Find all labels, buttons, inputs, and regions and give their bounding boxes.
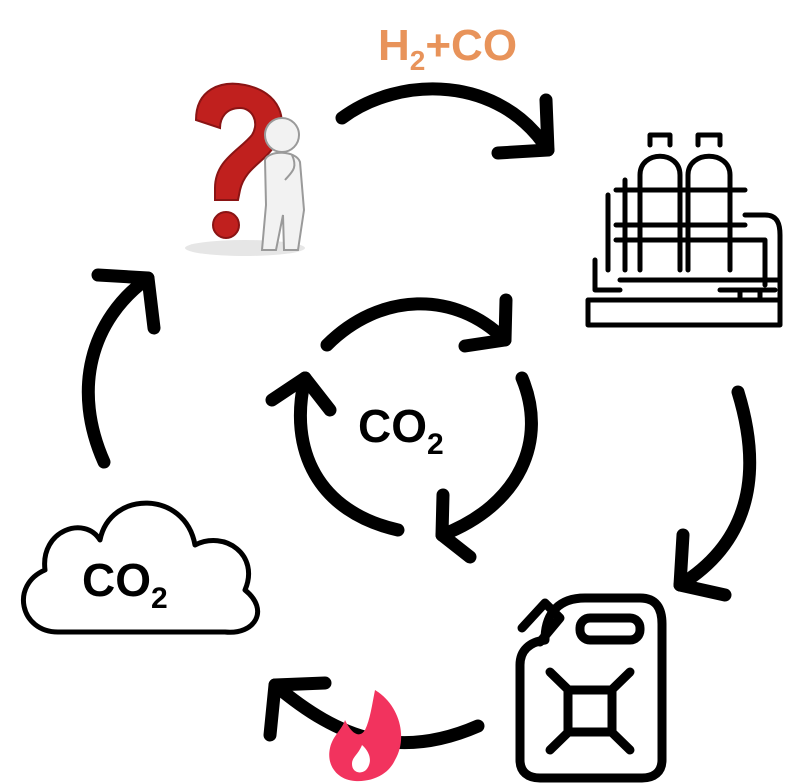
inner-arrow-left [265,371,405,537]
jerry-can-icon [515,593,667,783]
center-co2-label: CO2 [358,400,444,461]
syngas-h-subscript: 2 [410,45,426,76]
inner-arrow-right [435,371,538,564]
flame-icon [329,690,402,782]
cloud-icon [20,500,260,635]
question-thinker-icon [185,82,306,256]
inner-cycle-arrows [265,293,538,564]
cloud-co2-subscript: 2 [151,582,168,615]
center-co2-subscript: 2 [427,428,444,461]
question-mark-icon [194,82,283,201]
thinking-figure-icon [260,117,306,251]
cloud-co2-label: CO2 [82,554,168,615]
arrow-to-refinery [335,82,555,160]
syngas-h: H [378,21,410,70]
center-co2-main: CO [358,400,427,452]
refinery-icon [585,132,783,328]
arrow-from-air [81,268,161,469]
arrow-to-fuel [673,385,757,602]
syngas-label: H2+CO [378,21,517,76]
syngas-rest: +CO [425,21,517,70]
inner-arrow-top [320,293,513,353]
cloud-co2-main: CO [82,554,151,606]
